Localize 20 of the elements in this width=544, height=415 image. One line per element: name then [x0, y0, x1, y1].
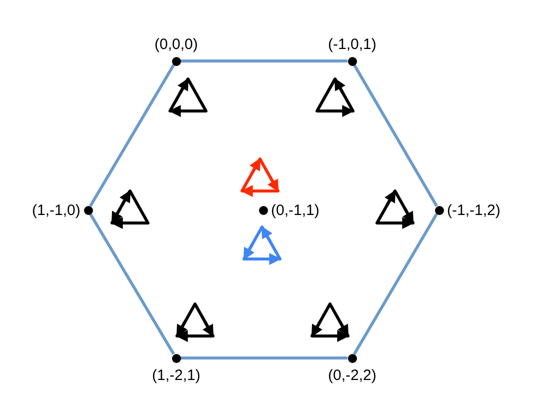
hexagon-side — [352, 213, 438, 355]
vertex-dot — [172, 354, 180, 362]
vertex-dot — [84, 206, 92, 214]
coordinate-label: (0,0,0) — [154, 36, 198, 54]
coordinate-label: (0,-2,2) — [328, 367, 376, 385]
vertex-dot — [172, 56, 180, 66]
vertex-dot — [434, 206, 444, 214]
coordinate-label: (-1,0,1) — [328, 36, 376, 54]
vertex-dot — [348, 354, 356, 362]
hexagon-side — [180, 356, 348, 360]
vertex-dot — [258, 206, 268, 214]
hexagon-side — [352, 64, 438, 207]
hexagon-side — [89, 64, 175, 207]
coordinate-label: (1,-1,0) — [32, 202, 80, 220]
hexagon-side — [89, 213, 175, 355]
coordinate-label: (0,-1,1) — [271, 202, 320, 220]
vertex-dot — [348, 56, 356, 66]
hexagon-side — [180, 60, 348, 62]
coordinate-label: (-1,-1,2) — [447, 202, 500, 220]
coordinate-label: (1,-2,1) — [152, 367, 200, 385]
